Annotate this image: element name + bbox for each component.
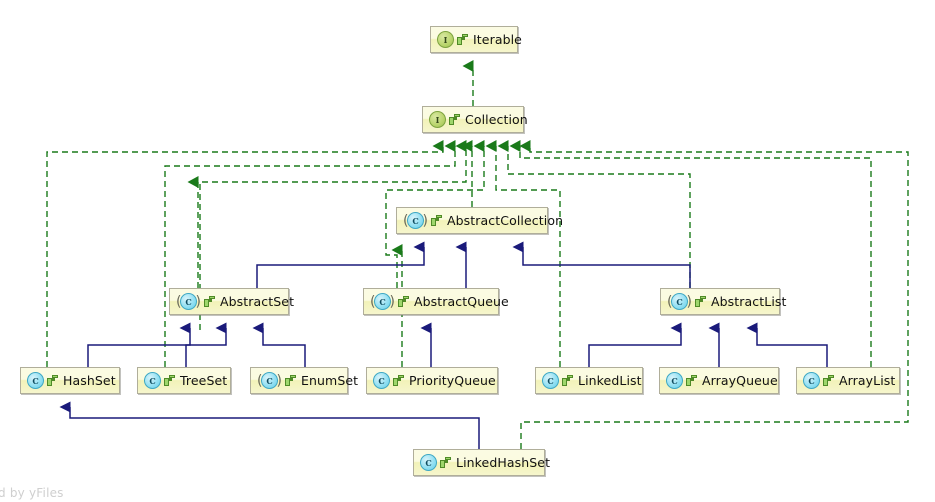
node-linkedhashset[interactable]: C LinkedHashSet bbox=[413, 449, 550, 476]
edge-linkedlist-collection bbox=[485, 140, 561, 367]
node-label: EnumSet bbox=[301, 373, 359, 388]
node-hashset[interactable]: C HashSet bbox=[20, 367, 120, 394]
abstract-marker: C bbox=[671, 293, 688, 310]
node-abstractcollection[interactable]: C AbstractCollection bbox=[396, 207, 563, 234]
edge-arraylist-collection bbox=[509, 140, 872, 367]
public-visibility-icon bbox=[440, 457, 451, 468]
node-priorityqueue-icons: C bbox=[373, 372, 404, 389]
node-iterable-icons: I bbox=[437, 31, 468, 48]
node-abstractlist[interactable]: C AbstractList bbox=[660, 288, 786, 315]
edge-arraylist-abstractlist bbox=[746, 322, 828, 367]
node-label: ArrayList bbox=[839, 373, 896, 388]
public-visibility-icon bbox=[431, 215, 442, 226]
public-visibility-icon bbox=[823, 375, 834, 386]
node-label: HashSet bbox=[63, 373, 116, 388]
node-abstractqueue-icons: C bbox=[370, 293, 409, 310]
edge-abstractqueue-collection bbox=[385, 140, 485, 288]
node-label: LinkedHashSet bbox=[456, 455, 551, 470]
node-abstractset-icons: C bbox=[176, 293, 215, 310]
class-icon: C bbox=[407, 212, 424, 229]
class-icon: C bbox=[666, 372, 683, 389]
node-label: AbstractList bbox=[711, 294, 787, 309]
edge-hashset-abstractset bbox=[87, 322, 191, 367]
public-visibility-icon bbox=[47, 375, 58, 386]
edge-linkedhashset-collection bbox=[519, 140, 909, 449]
node-iterable[interactable]: I Iterable bbox=[430, 26, 522, 53]
interface-icon: I bbox=[429, 111, 446, 128]
abstract-marker: C bbox=[407, 212, 424, 229]
node-label: ArrayQueue bbox=[702, 373, 778, 388]
node-label: PriorityQueue bbox=[409, 373, 496, 388]
interface-icon: I bbox=[437, 31, 454, 48]
node-abstractlist-icons: C bbox=[667, 293, 706, 310]
public-visibility-icon bbox=[393, 375, 404, 386]
abstract-marker: C bbox=[261, 372, 278, 389]
implements-edges bbox=[46, 60, 909, 449]
node-arraylist[interactable]: C ArrayList bbox=[796, 367, 900, 394]
public-visibility-icon bbox=[457, 34, 468, 45]
node-label: AbstractQueue bbox=[414, 294, 509, 309]
node-label: Iterable bbox=[473, 32, 522, 47]
node-hashset-icons: C bbox=[27, 372, 58, 389]
class-icon: C bbox=[27, 372, 44, 389]
node-enumset[interactable]: C EnumSet bbox=[250, 367, 358, 394]
node-arrayqueue-icons: C bbox=[666, 372, 697, 389]
node-label: Collection bbox=[465, 112, 528, 127]
class-icon: C bbox=[261, 372, 278, 389]
node-label: AbstractCollection bbox=[447, 213, 564, 228]
node-arraylist-icons: C bbox=[803, 372, 834, 389]
edge-hashset-collection bbox=[46, 140, 444, 367]
public-visibility-icon bbox=[686, 375, 697, 386]
node-abstractcollection-icons: C bbox=[403, 212, 442, 229]
node-label: AbstractSet bbox=[220, 294, 295, 309]
class-icon: C bbox=[671, 293, 688, 310]
edge-enumset-abstractset bbox=[252, 322, 306, 367]
class-icon: C bbox=[144, 372, 161, 389]
node-abstractqueue[interactable]: C AbstractQueue bbox=[363, 288, 509, 315]
abstract-marker: C bbox=[180, 293, 197, 310]
public-visibility-icon bbox=[164, 375, 175, 386]
public-visibility-icon bbox=[204, 296, 215, 307]
node-linkedlist[interactable]: C LinkedList bbox=[535, 367, 643, 394]
edge-treeset-abstractset bbox=[185, 322, 227, 367]
node-collection-icons: I bbox=[429, 111, 460, 128]
public-visibility-icon bbox=[695, 296, 706, 307]
public-visibility-icon bbox=[562, 375, 573, 386]
public-visibility-icon bbox=[449, 114, 460, 125]
edge-treeset-collection bbox=[164, 140, 456, 367]
class-icon: C bbox=[420, 454, 437, 471]
node-treeset[interactable]: C TreeSet bbox=[137, 367, 231, 394]
edge-abstractlist-abstractcollection bbox=[512, 241, 691, 288]
node-linkedlist-icons: C bbox=[542, 372, 573, 389]
edge-abstractset-abstractcollection bbox=[256, 241, 425, 288]
class-icon: C bbox=[180, 293, 197, 310]
node-enumset-icons: C bbox=[257, 372, 296, 389]
node-label: LinkedList bbox=[578, 373, 642, 388]
class-icon: C bbox=[803, 372, 820, 389]
abstract-marker: C bbox=[374, 293, 391, 310]
edge-linkedlist-abstractlist bbox=[588, 322, 682, 367]
node-label: TreeSet bbox=[180, 373, 228, 388]
edge-linkedhashset-hashset bbox=[59, 401, 480, 449]
yfiles-watermark: ered by yFiles bbox=[0, 486, 64, 500]
public-visibility-icon bbox=[398, 296, 409, 307]
class-icon: C bbox=[373, 372, 390, 389]
node-collection[interactable]: I Collection bbox=[422, 106, 528, 133]
edge-abstractlist-collection bbox=[497, 140, 691, 288]
class-icon: C bbox=[542, 372, 559, 389]
edge-enumset-collection bbox=[199, 140, 467, 330]
node-abstractset[interactable]: C AbstractSet bbox=[169, 288, 294, 315]
node-priorityqueue[interactable]: C PriorityQueue bbox=[366, 367, 498, 394]
extends-edges bbox=[59, 241, 828, 449]
node-treeset-icons: C bbox=[144, 372, 175, 389]
class-icon: C bbox=[374, 293, 391, 310]
public-visibility-icon bbox=[285, 375, 296, 386]
node-linkedhashset-icons: C bbox=[420, 454, 451, 471]
node-arrayqueue[interactable]: C ArrayQueue bbox=[659, 367, 779, 394]
